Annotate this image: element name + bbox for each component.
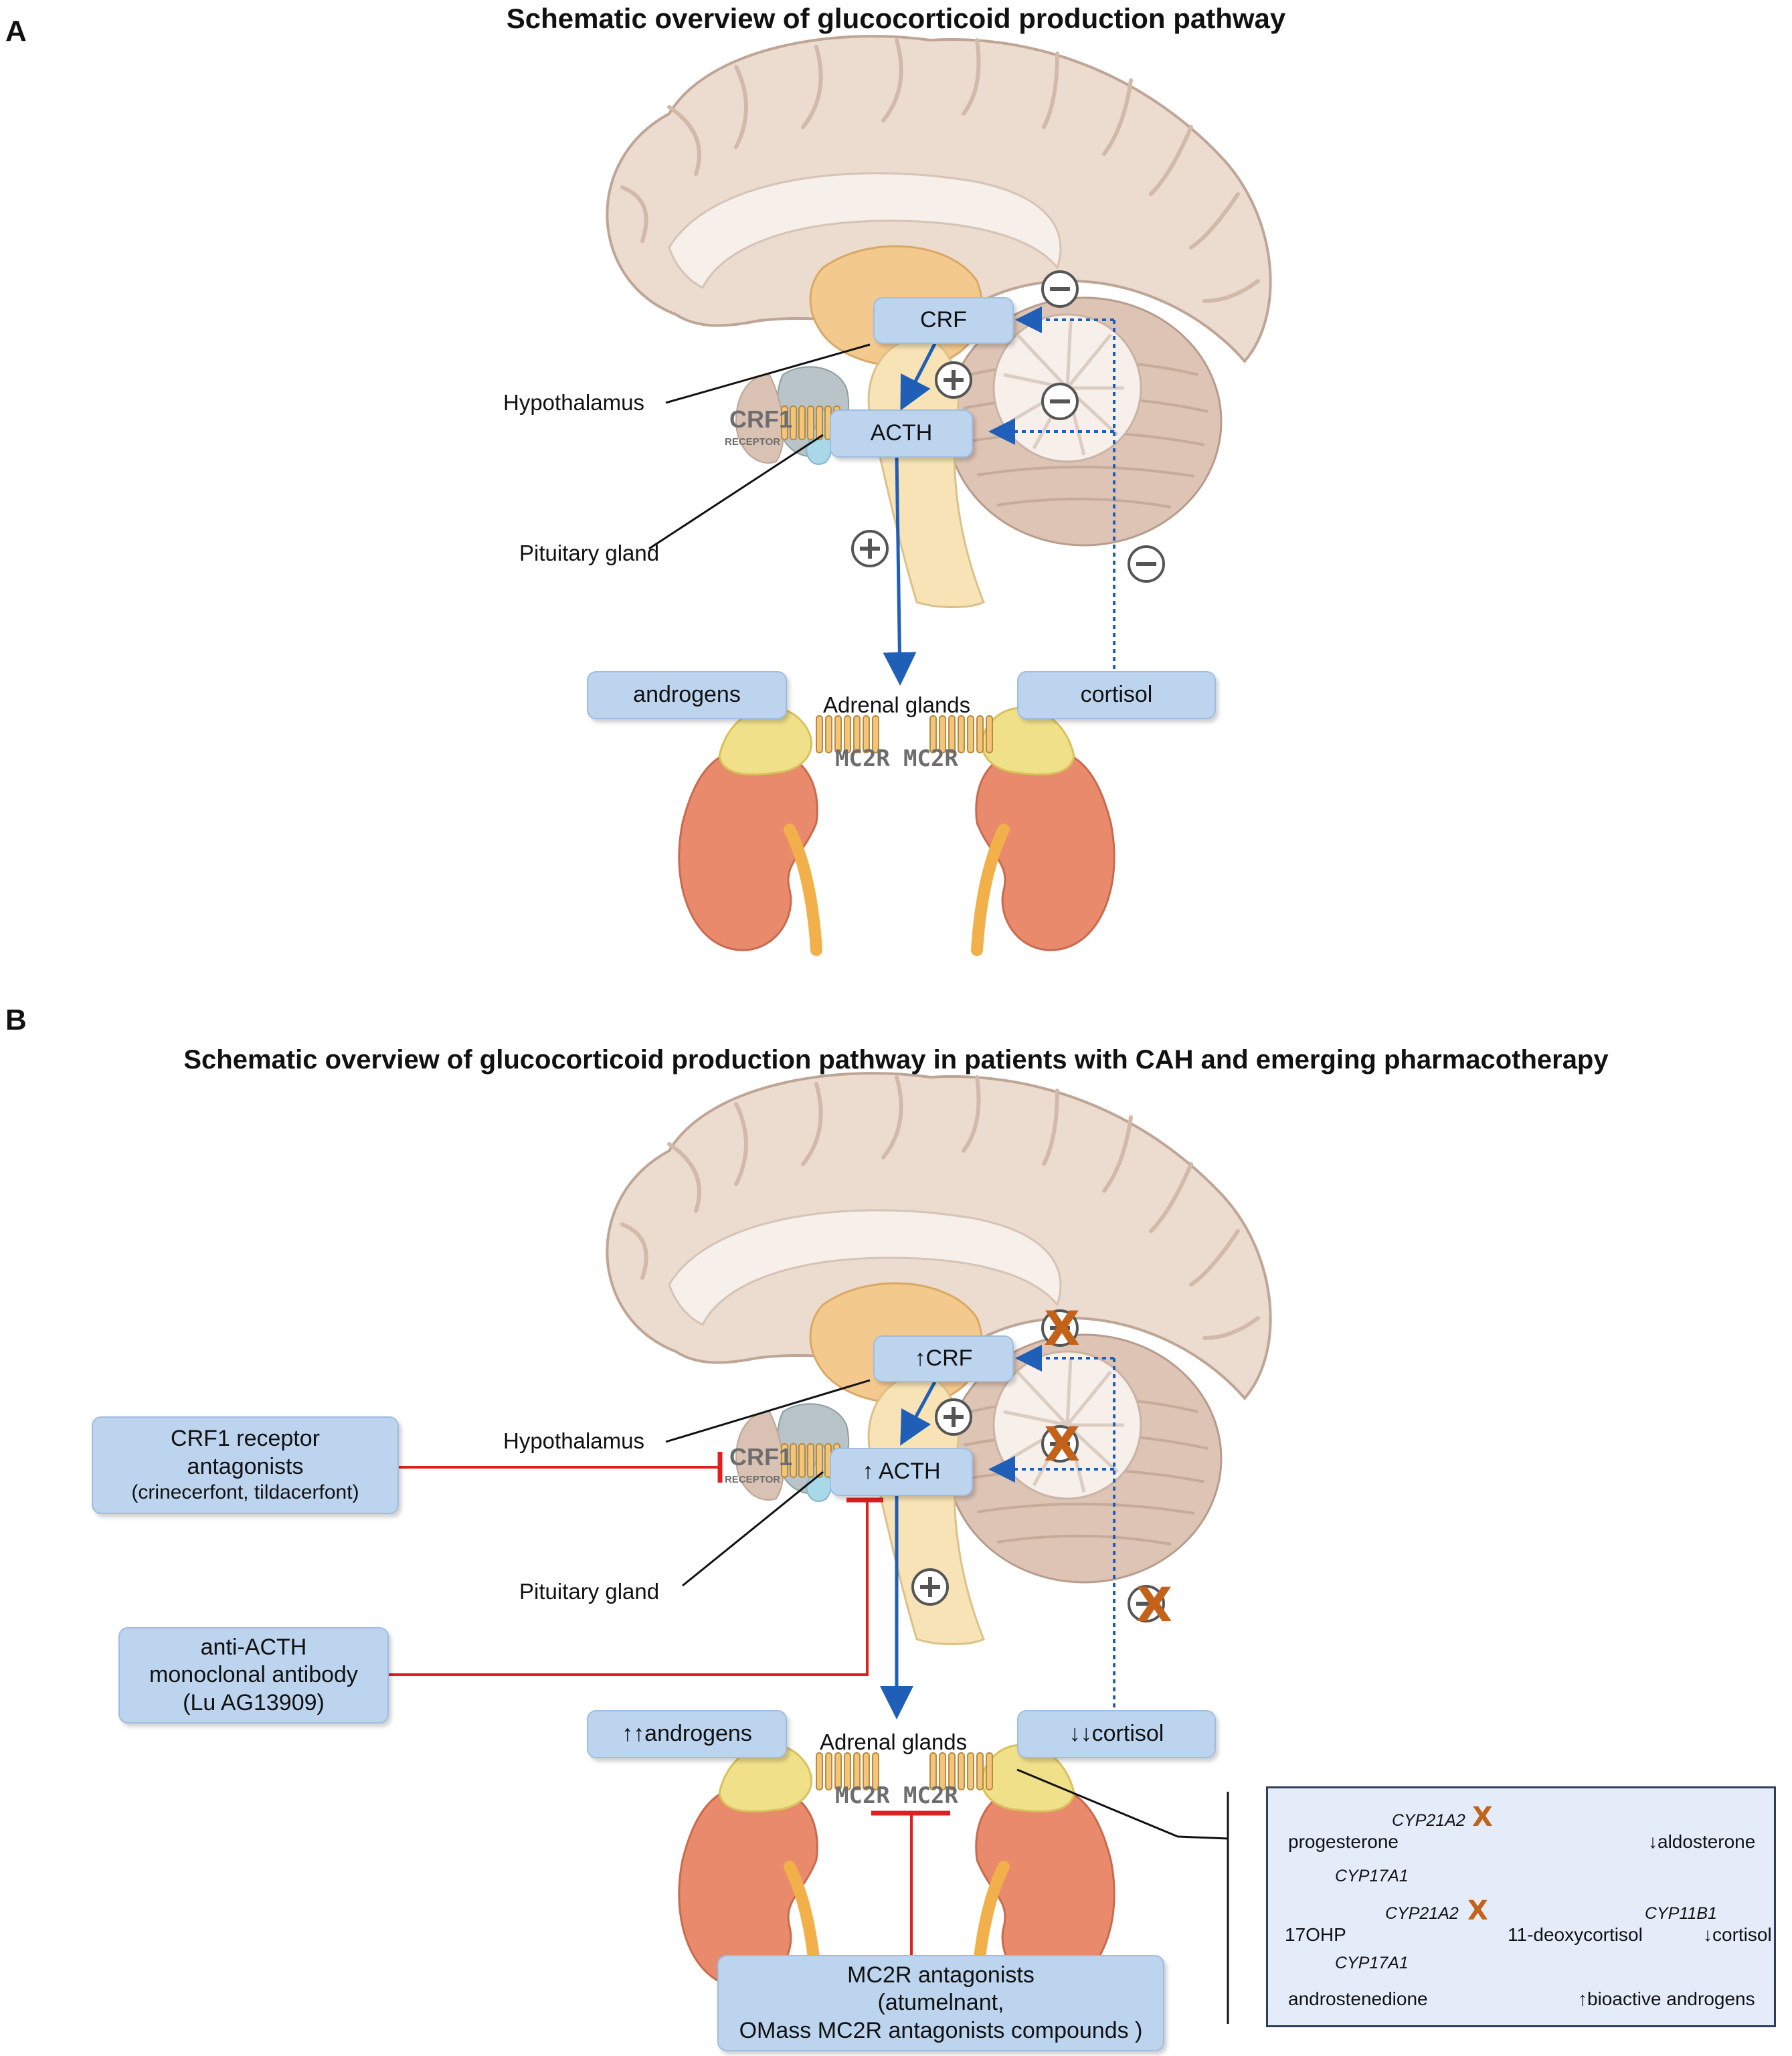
panel-a-title: Schematic overview of glucocorticoid pro… bbox=[506, 3, 1286, 34]
kidney-illustration-b bbox=[679, 1745, 1114, 1987]
cyp21a2-label-2: CYP21A2 bbox=[1385, 1904, 1459, 1923]
anti-acth-line-3: (Lu AG13909) bbox=[183, 1689, 325, 1715]
block-x-icon: X bbox=[1044, 1301, 1080, 1356]
steroid-pathway-box bbox=[1266, 1786, 1776, 2027]
ohp-label: 17OHP bbox=[1285, 1924, 1346, 1945]
cortisol-box-b: ↓↓cortisol bbox=[1017, 1710, 1216, 1758]
minus-sign-icon bbox=[1041, 270, 1165, 583]
crf-receptor-label-b: CRF1 bbox=[729, 1443, 793, 1471]
inhibition-lines bbox=[386, 1452, 950, 1955]
adrenal-label: Adrenal glands bbox=[823, 692, 971, 717]
crf1-antagonist-line-1: CRF1 receptor bbox=[171, 1426, 320, 1452]
acth-to-adrenal-arrow bbox=[883, 454, 917, 686]
androgens-box: androgens bbox=[587, 671, 787, 719]
hypothalamus-label: Hypothalamus bbox=[503, 390, 644, 415]
androgens-box-b: ↑↑androgens bbox=[587, 1710, 787, 1758]
mc2r-antagonists-line-2: (atumelnant, bbox=[877, 1990, 1004, 2016]
crf-box: CRF bbox=[873, 297, 1014, 344]
crf-to-acth-arrow bbox=[900, 339, 939, 411]
acth-box: ACTH bbox=[830, 409, 973, 458]
mc2r-antagonists-line-1: MC2R antagonists bbox=[847, 1962, 1035, 1988]
anti-acth-box: anti-ACTH monoclonal antibody (Lu AG1390… bbox=[118, 1627, 389, 1723]
cyp21a2-label-1: CYP21A2 bbox=[1392, 1811, 1465, 1830]
androstenedione-label: androstenedione bbox=[1288, 1988, 1428, 2009]
panel-b-title: Schematic overview of glucocorticoid pro… bbox=[183, 1045, 1609, 1074]
crf1-antagonist-line-2: antagonists bbox=[187, 1453, 304, 1479]
anti-acth-line-2: monoclonal antibody bbox=[149, 1662, 358, 1688]
cyp11b1-label: CYP11B1 bbox=[1645, 1904, 1717, 1923]
cyp17a1-label-2: CYP17A1 bbox=[1335, 1954, 1409, 1972]
kidney-illustration bbox=[679, 708, 1114, 950]
mc2r-right-label: MC2R bbox=[903, 745, 958, 772]
pituitary-label: Pituitary gland bbox=[519, 541, 660, 565]
crf-receptor-sublabel: RECEPTOR bbox=[725, 436, 781, 448]
cortisol-pathway-label: ↓cortisol bbox=[1703, 1924, 1772, 1945]
crf1-antagonist-line-3: (crinecerfont, tildacerfont) bbox=[131, 1481, 359, 1504]
crf-receptor-sublabel-b: RECEPTOR bbox=[725, 1474, 781, 1485]
cortisol-box: cortisol bbox=[1017, 671, 1216, 719]
mc2r-left-label: MC2R bbox=[835, 745, 890, 772]
block-x-icon: X bbox=[1467, 1895, 1488, 1926]
panel-a-letter: A bbox=[5, 15, 27, 48]
pituitary-label-b: Pituitary gland bbox=[519, 1579, 660, 1604]
anti-acth-line-1: anti-ACTH bbox=[200, 1634, 307, 1660]
bioactive-androgens-label: ↑bioactive androgens bbox=[1578, 1988, 1755, 2009]
crf-receptor-label: CRF1 bbox=[729, 405, 793, 433]
hypothalamus-label-b: Hypothalamus bbox=[503, 1428, 644, 1453]
deoxycortisol-label: 11-deoxycortisol bbox=[1508, 1924, 1643, 1945]
block-x-icon: X bbox=[1472, 1802, 1493, 1833]
mc2r-antagonists-line-3: OMass MC2R antagonists compounds ) bbox=[739, 2017, 1143, 2043]
crf-box-b: ↑CRF bbox=[873, 1335, 1014, 1382]
progesterone-label: progesterone bbox=[1288, 1831, 1399, 1852]
mc2r-right-label-b: MC2R bbox=[903, 1782, 958, 1809]
aldosterone-label: ↓aldosterone bbox=[1648, 1831, 1756, 1852]
crf1-antagonist-box: CRF1 receptor antagonists (crinecerfont,… bbox=[92, 1416, 399, 1514]
cortisol-feedback bbox=[988, 306, 1115, 674]
plus-sign-icon bbox=[851, 361, 972, 567]
panel-b-letter: B bbox=[5, 1004, 27, 1036]
cyp17a1-label-1: CYP17A1 bbox=[1335, 1867, 1409, 1885]
mc2r-antagonists-box: MC2R antagonists (atumelnant, OMass MC2R… bbox=[717, 1955, 1164, 2051]
adrenal-label-b: Adrenal glands bbox=[820, 1730, 968, 1754]
block-x-icon: X bbox=[1136, 1578, 1172, 1632]
acth-box-b: ↑ ACTH bbox=[830, 1448, 973, 1496]
block-x-icon: X bbox=[1044, 1417, 1080, 1472]
mc2r-left-label-b: MC2R bbox=[835, 1782, 890, 1809]
